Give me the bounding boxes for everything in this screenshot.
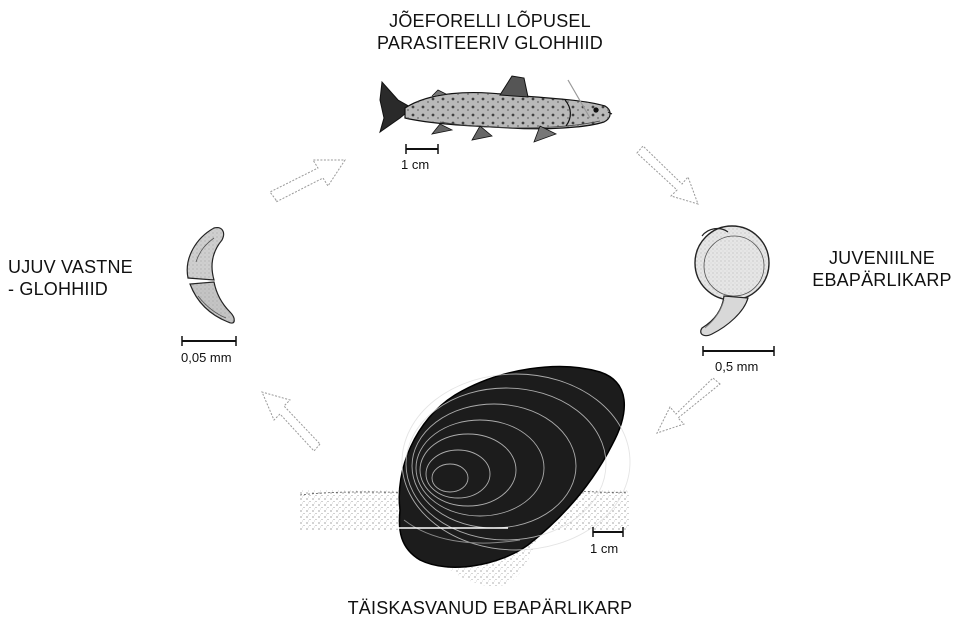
fish-stage-label-line2: PARASITEERIV GLOHHIID: [300, 32, 680, 54]
juvenile-mussel-illustration: [695, 226, 769, 336]
larva-stage-label-line1: UJUV VASTNE: [8, 256, 168, 278]
juvenile-stage-label-line2: EBAPÄRLIKARP: [800, 269, 964, 291]
arrow-larva-to-fish: [270, 160, 345, 202]
glochidium-scale-bar: [182, 336, 236, 346]
fish-scale-bar: [406, 144, 438, 154]
adult-stage-label: TÄISKASVANUD EBAPÄRLIKARP: [290, 597, 690, 619]
larva-stage-label: UJUV VASTNE - GLOHHIID: [8, 256, 168, 300]
arrow-fish-to-juvenile: [637, 146, 698, 204]
juvenile-stage-label: JUVENIILNE EBAPÄRLIKARP: [800, 247, 964, 291]
arrow-juvenile-to-adult: [657, 378, 720, 433]
adult-scale-label: 1 cm: [590, 541, 618, 556]
glochidium-illustration: [187, 228, 234, 323]
juvenile-scale-bar: [703, 346, 774, 356]
larva-scale-label: 0,05 mm: [181, 350, 232, 365]
fish-scale-label: 1 cm: [401, 157, 429, 172]
fish-stage-label-line1: JÕEFORELLI LÕPUSEL: [300, 10, 680, 32]
arrow-adult-to-larva: [262, 392, 320, 451]
juvenile-stage-label-line1: JUVENIILNE: [800, 247, 964, 269]
larva-stage-label-line2: - GLOHHIID: [8, 278, 168, 300]
adult-mussel-illustration: [300, 367, 630, 587]
juvenile-scale-label: 0,5 mm: [715, 359, 758, 374]
fish-stage-label: JÕEFORELLI LÕPUSEL PARASITEERIV GLOHHIID: [300, 10, 680, 54]
trout-illustration: [380, 76, 612, 142]
